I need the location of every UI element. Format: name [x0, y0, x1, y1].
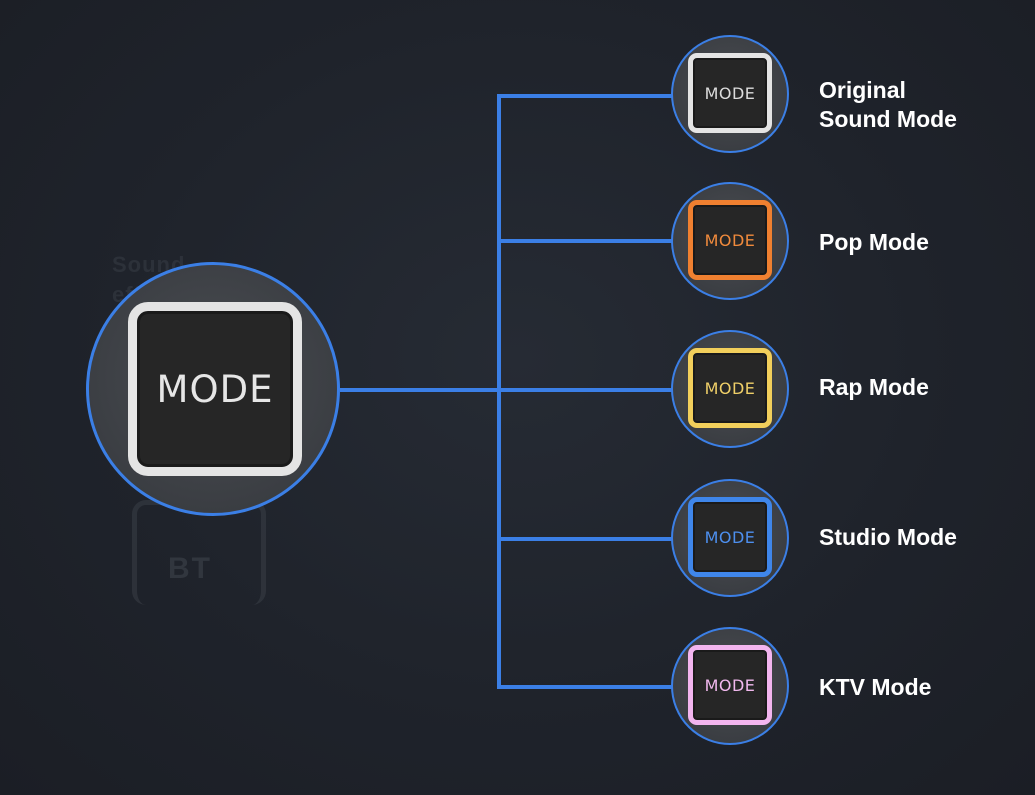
background-bt-label: BT: [168, 552, 212, 585]
mode-key-ktv: MODE: [688, 645, 772, 725]
mode-label-pop: Pop Mode: [819, 229, 929, 255]
mode-key-studio: MODE: [688, 497, 772, 577]
mode-label-ktv: KTV Mode: [819, 674, 932, 700]
connector-branch-rap: [497, 388, 673, 392]
mode-key-label-pop: MODE: [704, 230, 756, 250]
mode-key-label-studio: MODE: [704, 527, 756, 547]
mode-label-rap: Rap Mode: [819, 374, 929, 400]
mode-label-studio: Studio Mode: [819, 524, 957, 550]
main-mode-key-label: MODE: [156, 367, 274, 411]
mode-key-label-original: MODE: [704, 83, 756, 103]
connector-branch-studio: [497, 537, 673, 541]
connector-branch-pop: [497, 239, 673, 243]
mode-key-label-rap: MODE: [704, 378, 756, 398]
mode-key-original: MODE: [688, 53, 772, 133]
mode-key-label-ktv: MODE: [704, 675, 756, 695]
connector-main-horizontal: [340, 388, 500, 392]
mode-key-pop: MODE: [688, 200, 772, 280]
mode-key-rap: MODE: [688, 348, 772, 428]
mode-label-original: Original Sound Mode: [819, 77, 957, 132]
main-mode-key: MODE: [128, 302, 302, 476]
connector-branch-original: [497, 94, 673, 98]
connector-branch-ktv: [497, 685, 673, 689]
